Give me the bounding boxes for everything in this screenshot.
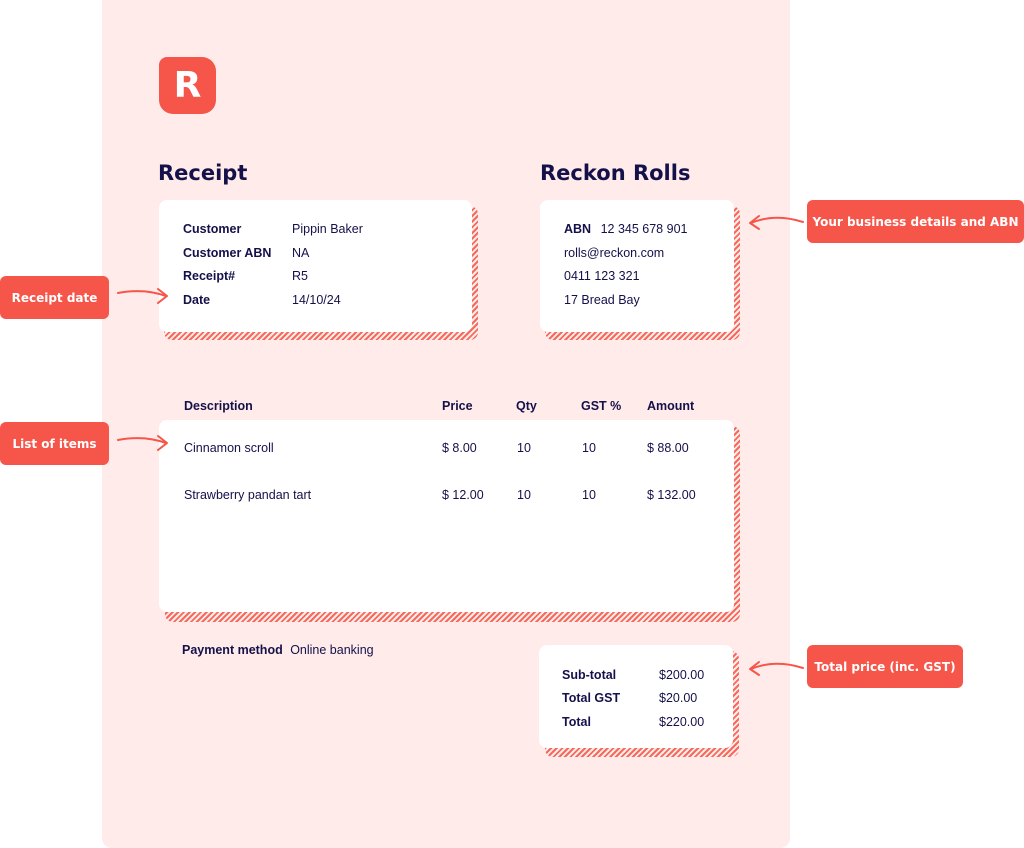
item-row-1-price: $ 8.00 [442, 441, 477, 455]
item-row-1-gst: 10 [582, 441, 596, 455]
business-address: 17 Bread Bay [564, 293, 640, 307]
date-value: 14/10/24 [292, 293, 341, 307]
arrow-items-icon [117, 435, 168, 451]
arrow-date-icon [117, 288, 168, 304]
arrow-business-icon [749, 215, 804, 230]
customer-abn-label: Customer ABN [183, 246, 272, 260]
receipt-number-row: Receipt# [183, 269, 235, 283]
item-row-1-description: Cinnamon scroll [184, 441, 274, 455]
business-email: rolls@reckon.com [564, 246, 665, 260]
item-row-2-gst: 10 [582, 488, 596, 502]
col-price-header: Price [442, 399, 473, 413]
receipt-number-label: Receipt# [183, 269, 236, 283]
business-details-card: ABN 12 345 678 901 rolls@reckon.com 0411… [540, 200, 734, 332]
payment-method-label: Payment method [182, 643, 283, 657]
business-name: Reckon Rolls [540, 161, 691, 185]
customer-abn-value: NA [292, 246, 310, 260]
customer-value: Pippin Baker [292, 222, 363, 236]
arrow-total-icon [749, 661, 804, 676]
customer-abn-row: Customer ABN [183, 246, 271, 260]
abn-label: ABN [564, 222, 592, 236]
callout-receipt-date: Receipt date [0, 276, 109, 319]
item-row-2-price: $ 12.00 [442, 488, 484, 502]
subtotal-label: Sub-total [562, 668, 617, 682]
callout-list-of-items: List of items [0, 422, 109, 465]
payment-method-value: Online banking [290, 643, 374, 657]
date-row: Date [183, 293, 210, 307]
payment-method: Payment method Online banking [182, 643, 374, 657]
receipt-details-card: Customer Pippin Baker Customer ABN NA Re… [159, 200, 472, 332]
col-gst-header: GST % [581, 399, 622, 413]
item-row-2-amount: $ 132.00 [647, 488, 696, 502]
customer-label: Customer [183, 222, 242, 236]
subtotal-value: $200.00 [659, 668, 705, 682]
total-gst-value: $20.00 [659, 691, 698, 705]
col-description-header: Description [184, 399, 253, 413]
total-label: Total [562, 715, 591, 729]
item-row-2-qty: 10 [517, 488, 531, 502]
receipt-title: Receipt [158, 161, 248, 185]
receipt-number-value: R5 [292, 269, 308, 283]
reckon-logo: R [159, 57, 216, 114]
customer-row: Customer [183, 222, 241, 236]
abn-row: ABN 12 345 678 901 [564, 222, 687, 236]
abn-value: 12 345 678 901 [600, 222, 688, 236]
total-value: $220.00 [659, 715, 705, 729]
items-card [159, 420, 734, 612]
totals-card: Sub-total $200.00 Total GST $20.00 Total… [539, 645, 733, 748]
col-amount-header: Amount [647, 399, 695, 413]
col-qty-header: Qty [516, 399, 537, 413]
date-label: Date [183, 293, 211, 307]
callout-business-details: Your business details and ABN [807, 200, 1024, 243]
callout-total-price: Total price (inc. GST) [807, 645, 963, 688]
item-row-1-amount: $ 88.00 [647, 441, 689, 455]
item-row-1-qty: 10 [517, 441, 531, 455]
item-row-2-description: Strawberry pandan tart [184, 488, 312, 502]
business-phone: 0411 123 321 [564, 269, 640, 283]
total-gst-label: Total GST [562, 691, 621, 705]
